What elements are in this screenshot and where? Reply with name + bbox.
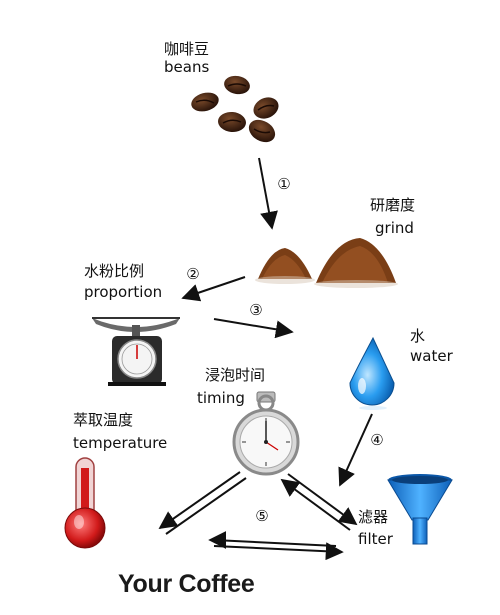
proportion-label-en: proportion (84, 283, 163, 301)
water-label-cn: 水 (410, 327, 426, 345)
water-label-en: water (410, 347, 453, 365)
arrow-timing-temperature (158, 471, 247, 535)
grind-label-en: grind (375, 219, 414, 237)
ground-coffee-icon (255, 238, 398, 288)
arrow-step-1 (258, 157, 278, 230)
timing-label-en: timing (197, 389, 245, 407)
temperature-label-en: temperature (73, 434, 168, 452)
step-3-marker: ③ (249, 301, 263, 319)
beans-label-cn: 咖啡豆 (164, 40, 210, 58)
arrow-timing-filter (280, 473, 358, 531)
step-5-marker: ⑤ (255, 507, 269, 525)
step-2-marker: ② (186, 265, 200, 283)
step-4-marker: ④ (370, 431, 384, 449)
filter-label-en: filter (358, 530, 393, 548)
stopwatch-icon (232, 391, 300, 476)
flow-arrows (158, 157, 373, 561)
funnel-icon (387, 474, 453, 545)
coffee-beans-icon (191, 75, 279, 143)
timing-label-cn: 浸泡时间 (205, 366, 266, 384)
arrow-step-4 (338, 413, 373, 487)
thermometer-icon (64, 457, 106, 549)
diagram-title: Your Coffee (118, 570, 255, 598)
proportion-label-cn: 水粉比例 (84, 262, 145, 280)
arrow-step-3 (213, 318, 294, 339)
scale-icon (92, 317, 180, 386)
beans-label-en: beans (164, 58, 210, 76)
filter-label-cn: 滤器 (358, 508, 389, 526)
step-1-marker: ① (277, 175, 291, 193)
grind-label-cn: 研磨度 (370, 196, 416, 214)
water-drop-icon (349, 336, 395, 410)
arrow-temperature-filter (210, 540, 344, 561)
arrow-step-2 (181, 276, 246, 302)
temperature-label-cn: 萃取温度 (73, 411, 134, 429)
